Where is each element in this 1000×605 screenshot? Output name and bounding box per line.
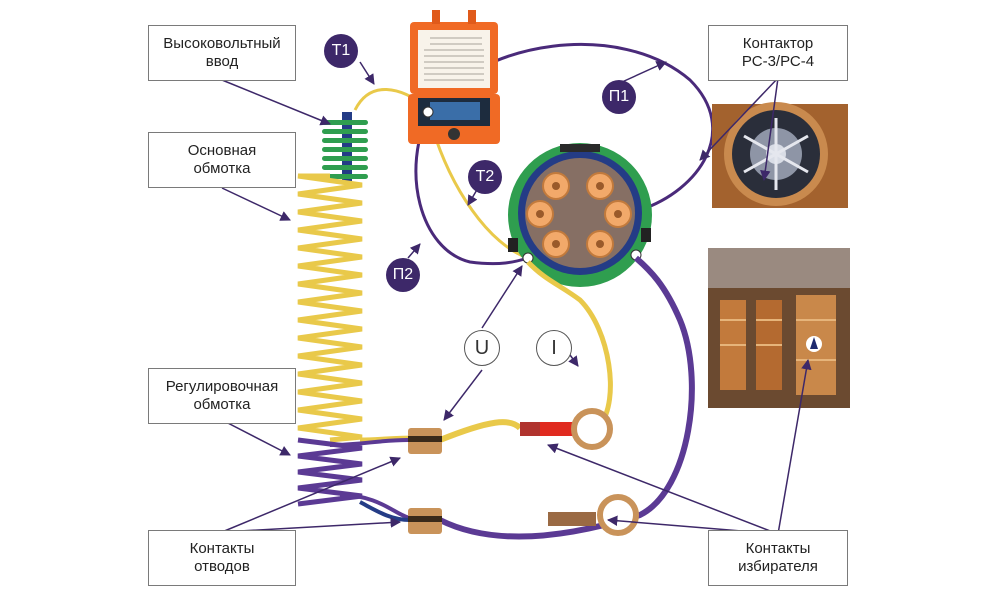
- badge-p1: П1: [602, 80, 636, 114]
- contactor-cylinder-core: [536, 210, 544, 218]
- wire-yellow-selector: [438, 419, 523, 443]
- contactor-schematic: [508, 143, 652, 287]
- pointer-reg: [221, 419, 291, 456]
- contactor-node-left: [522, 252, 534, 264]
- hv-coil-fin: [322, 147, 368, 152]
- tap-contact-1: [408, 428, 442, 454]
- contactor-cylinders: [526, 172, 632, 258]
- wire-purple-selector: [438, 255, 695, 540]
- pointer-main: [221, 187, 291, 221]
- wire-reg-lead-1: [329, 438, 409, 447]
- transformer-photo: [708, 248, 850, 408]
- wire-blue-lead: [359, 500, 411, 522]
- main-winding-coil: [297, 173, 363, 443]
- label-selector-contacts: Контакты избирателя: [708, 530, 848, 586]
- test-device: [408, 10, 500, 144]
- pointer-tap-1: [221, 456, 401, 533]
- badge-t2: Т2: [468, 160, 502, 194]
- contactor-cylinder-core: [596, 182, 604, 190]
- device-output-node: [422, 106, 434, 118]
- pointer-contactor-2: [760, 77, 779, 182]
- label-regulating-winding: Регулировочная обмотка: [148, 368, 296, 424]
- badge-p2: П2: [386, 258, 420, 292]
- wire-yellow-up: [526, 260, 613, 427]
- hv-coil-fin: [322, 138, 368, 143]
- pointer-u-down: [443, 369, 483, 421]
- hv-coil-fin: [322, 156, 368, 161]
- contactor-cylinder-core: [614, 210, 622, 218]
- label-tap-contacts: Контакты отводов: [148, 530, 296, 586]
- pointer-contactor-1: [699, 77, 779, 161]
- label-contactor: Контактор РС-3/РС-4: [708, 25, 848, 81]
- label-hv-input: Высоковольтный ввод: [148, 25, 296, 81]
- wire-reg-lead-2: [339, 493, 411, 520]
- pointer-u: [481, 265, 523, 329]
- pointer-p2: [407, 243, 421, 259]
- pointer-selector-3: [777, 358, 812, 535]
- pointer-selector-1: [547, 443, 779, 535]
- tap-contact-2: [408, 508, 442, 534]
- hv-coil-fin: [322, 120, 368, 125]
- meter-voltage: U: [464, 330, 500, 366]
- contactor-cylinder-core: [552, 182, 560, 190]
- wire-p2-loop: [414, 109, 529, 266]
- pointer-hv: [221, 79, 331, 126]
- pointer-p1: [621, 61, 667, 83]
- selector-contact-2: [548, 494, 639, 536]
- label-main-winding: Основная обмотка: [148, 132, 296, 188]
- badge-t1: Т1: [324, 34, 358, 68]
- selector-contact-1: [520, 408, 613, 450]
- hv-coil-fin: [322, 174, 368, 179]
- meter-current: I: [536, 330, 572, 366]
- pointer-t1: [359, 61, 375, 85]
- contactor-photo: [712, 102, 848, 208]
- hv-input-coil: [322, 112, 368, 182]
- contactor-cylinder-core: [596, 240, 604, 248]
- hv-coil-fin: [322, 129, 368, 134]
- contactor-cylinder-core: [552, 240, 560, 248]
- hv-coil-fin: [322, 165, 368, 170]
